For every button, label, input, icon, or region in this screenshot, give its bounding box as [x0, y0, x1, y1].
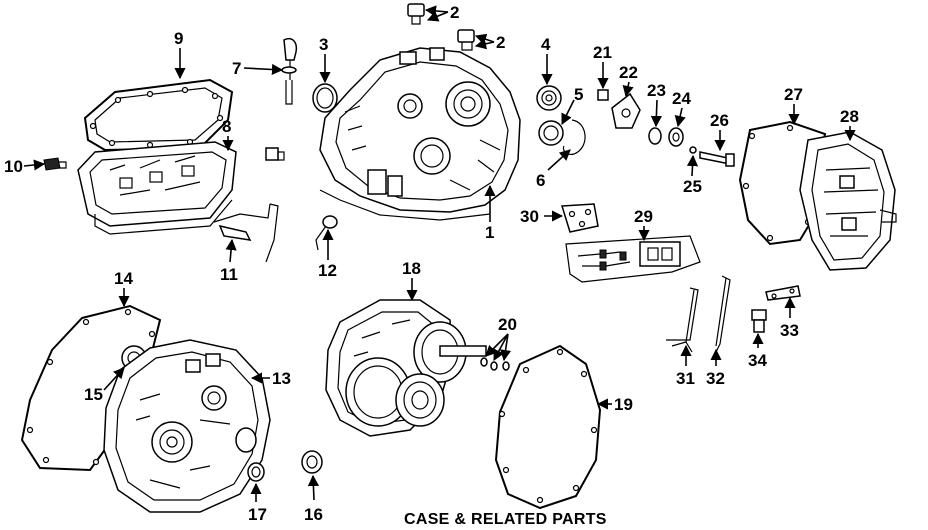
part-7-dipstick-tube — [281, 38, 298, 105]
part-31-tube — [666, 287, 699, 353]
part-34-fitting — [751, 309, 767, 333]
callout-26: 26 — [710, 111, 729, 130]
part-33-bracket — [765, 285, 801, 301]
callout-5: 5 — [574, 85, 583, 104]
callout-8: 8 — [222, 117, 231, 136]
part-22-cover — [611, 92, 641, 129]
part-13-transaxle-case — [103, 339, 271, 513]
callout-21: 21 — [593, 43, 612, 62]
callout-24: 24 — [672, 89, 691, 108]
part-24-seal — [668, 127, 684, 147]
part-2-connector-b — [457, 29, 475, 51]
callout-6: 6 — [536, 171, 545, 190]
callout-4: 4 — [541, 35, 551, 54]
callout-11: 11 — [220, 265, 238, 284]
callout-3: 3 — [319, 35, 328, 54]
callout-19: 19 — [614, 395, 633, 414]
callout-numbers: 9 8 10 7 3 2 2 1 4 5 6 21 22 23 24 25 26… — [4, 3, 859, 524]
callout-13: 13 — [272, 369, 291, 388]
part-21-plug — [597, 89, 609, 101]
callout-12: 12 — [318, 261, 337, 280]
callout-20: 20 — [498, 315, 517, 334]
diagram-caption: CASE & RELATED PARTS — [404, 511, 607, 528]
part-3-seal — [312, 83, 338, 113]
callout-2a: 2 — [450, 3, 459, 22]
callout-33: 33 — [780, 321, 799, 340]
callout-14: 14 — [114, 269, 133, 288]
callout-2b: 2 — [496, 33, 505, 52]
callout-31: 31 — [676, 369, 695, 388]
part-26-bolt — [699, 151, 735, 167]
callout-30: 30 — [520, 207, 539, 226]
part-8-oil-pan — [77, 141, 237, 235]
part-1-transaxle-case — [319, 47, 521, 221]
part-29-valve-body — [565, 235, 701, 283]
part-12-fitting — [315, 215, 338, 251]
callout-16: 16 — [304, 505, 323, 524]
part-30-bracket — [561, 203, 599, 233]
callout-32: 32 — [706, 369, 725, 388]
part-25-pin — [689, 146, 697, 154]
leader-lines — [23, 5, 856, 502]
part-6-snap-ring — [562, 119, 586, 155]
callout-7: 7 — [232, 59, 241, 78]
callout-18: 18 — [402, 259, 421, 278]
part-5-race — [538, 120, 564, 146]
callout-23: 23 — [647, 81, 666, 100]
part-19-gasket — [494, 344, 602, 510]
part-4-bearing — [536, 85, 562, 111]
callout-15: 15 — [84, 385, 103, 404]
callout-29: 29 — [634, 207, 653, 226]
callout-34: 34 — [748, 351, 767, 370]
part-connector — [265, 147, 285, 161]
callout-9: 9 — [174, 29, 183, 48]
callout-25: 25 — [683, 177, 702, 196]
part-17-seal — [247, 462, 265, 482]
part-2-connector-a — [407, 3, 425, 25]
part-9-pan-gasket — [83, 78, 234, 152]
part-16-seal — [301, 450, 323, 474]
part-32-tube — [715, 275, 731, 353]
part-10-sensor — [43, 157, 67, 171]
part-18-housing — [325, 299, 487, 437]
part-23-oring — [648, 127, 662, 145]
callout-17: 17 — [248, 505, 267, 524]
callout-27: 27 — [784, 85, 803, 104]
part-20-rings — [480, 357, 510, 371]
callout-28: 28 — [840, 107, 859, 126]
callout-10: 10 — [4, 157, 23, 176]
part-11-bracket — [213, 203, 279, 263]
part-28-case-cover — [799, 131, 897, 271]
callout-1: 1 — [485, 223, 494, 242]
callout-22: 22 — [619, 63, 638, 82]
